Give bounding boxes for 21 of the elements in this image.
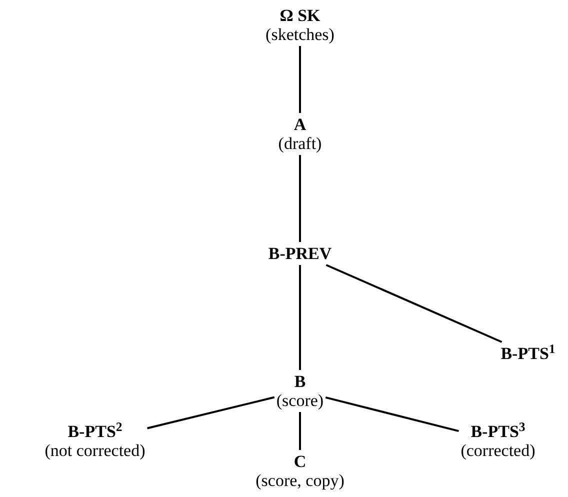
node-title: C (294, 452, 306, 471)
connector-line (299, 46, 301, 113)
connector-line (299, 412, 301, 450)
node-subtitle: (sketches) (266, 25, 334, 44)
connector-line (147, 396, 275, 430)
node-subtitle: (corrected) (460, 441, 536, 460)
node-subtitle: (not corrected) (44, 441, 146, 460)
node-title: A (294, 115, 306, 134)
node-title: B-PREV (268, 244, 332, 263)
node-title: B-PTS$^{1}$ (500, 344, 556, 363)
connector-line (326, 264, 502, 343)
node-title: B-PTS$^{2}$ (68, 422, 122, 441)
connector-line (299, 265, 301, 370)
node-title: B (294, 372, 306, 391)
node-title: Ω SK (280, 6, 320, 25)
connector-line (299, 155, 301, 242)
node-subtitle: (score) (276, 391, 324, 410)
node-subtitle: (score, copy) (256, 471, 344, 490)
connector-line (325, 396, 459, 432)
node-title: B-PTS$^{3}$ (470, 422, 526, 441)
node-subtitle: (draft) (278, 134, 322, 153)
